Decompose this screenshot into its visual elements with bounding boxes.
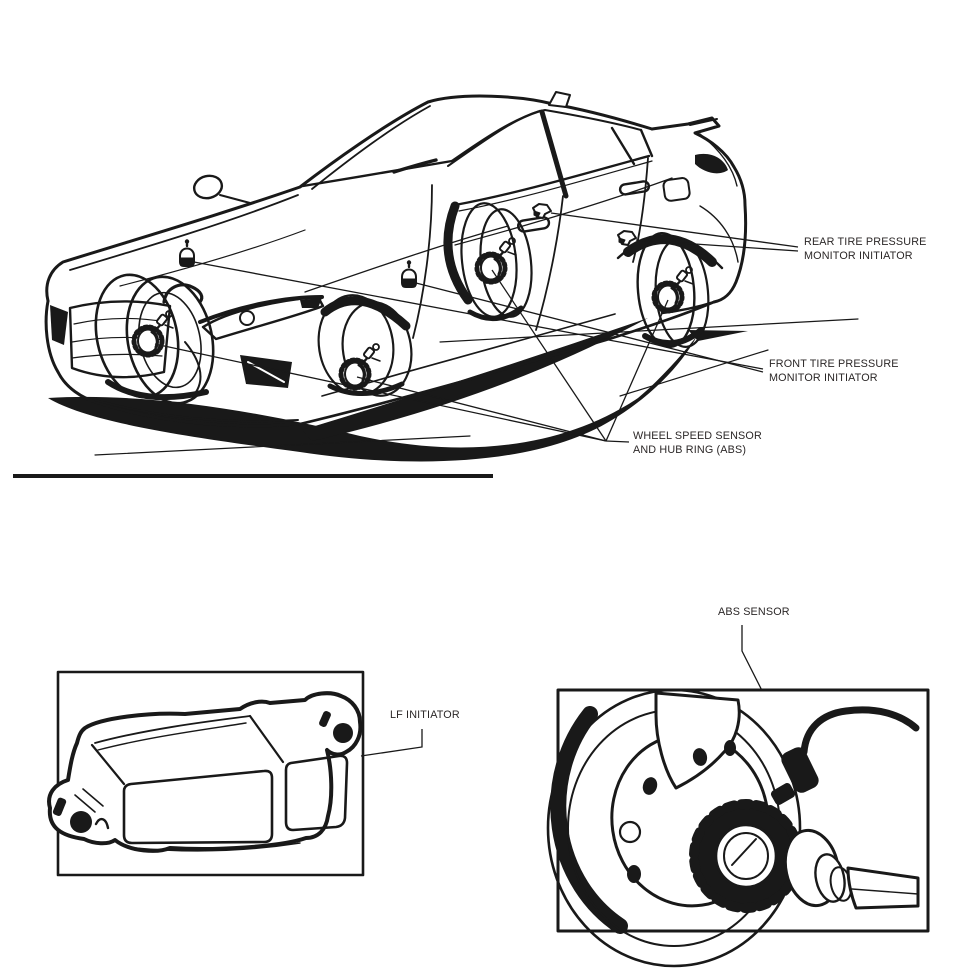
- b-pillar: [539, 109, 569, 199]
- leader-rear-1: [550, 212, 799, 248]
- section-divider: [13, 474, 493, 478]
- label-abs-sensor: ABS SENSOR: [718, 606, 790, 618]
- rotor-dark-edge: [550, 706, 628, 934]
- taillight: [695, 153, 728, 174]
- mounting-hole-right: [333, 723, 353, 743]
- hub-ring-rear-right: [477, 238, 516, 282]
- label-rear-tpms: REAR TIRE PRESSURE MONITOR INITIATOR: [804, 236, 927, 262]
- leader-abs-rr: [491, 269, 607, 442]
- side-mirror: [192, 174, 251, 204]
- tone-ring: [689, 799, 803, 913]
- label-wheel-speed-sensor: WHEEL SPEED SENSOR AND HUB RING (ABS): [633, 430, 762, 456]
- label-front-tpms: FRONT TIRE PRESSURE MONITOR INITIATOR: [769, 358, 899, 384]
- rear-initiator-clip-icon-1: [532, 203, 552, 219]
- leader-front-1: [193, 261, 764, 370]
- detail-box-border-left: [56, 670, 365, 877]
- roof-antenna: [548, 91, 571, 108]
- door-seam-mid: [535, 195, 564, 331]
- car-shadow: [48, 336, 697, 462]
- tpms-initiator-hood-icon: [178, 238, 196, 268]
- leader-abs-label: [605, 440, 630, 443]
- headlight: [198, 295, 325, 341]
- abs-hub-assembly: [546, 688, 920, 968]
- leader-lines: [154, 212, 799, 757]
- rear-left-wheel: [616, 231, 724, 349]
- abs-sensor-part: [770, 706, 920, 805]
- hub-ring-rear-left: [654, 267, 693, 311]
- sensor-pigtail: [162, 283, 204, 304]
- cv-axle: [846, 866, 920, 910]
- leader-front-2: [415, 282, 764, 373]
- front-left-wheel: [94, 273, 215, 405]
- lf-initiator-detail-box: [47, 670, 365, 877]
- door-seam-front: [412, 184, 433, 339]
- mounting-hole-left: [70, 811, 92, 833]
- front-right-wheel: [317, 294, 413, 397]
- label-lf-initiator: LF INITIATOR: [390, 709, 460, 721]
- leader-abs-fr: [356, 376, 607, 442]
- leader-abs-fl: [154, 343, 607, 442]
- leader-rear-2: [635, 239, 799, 252]
- quarter-window-divider: [610, 126, 636, 166]
- car-illustration: [44, 91, 859, 462]
- leader-lf-initiator: [360, 729, 423, 757]
- tpms-initiator-sill-icon: [400, 259, 418, 289]
- leader-abs-rl: [605, 299, 669, 442]
- abs-sensor-detail-box: [546, 688, 930, 968]
- sensor-cable: [800, 706, 920, 756]
- lf-initiator-module: [47, 691, 363, 853]
- fuel-door: [662, 177, 691, 202]
